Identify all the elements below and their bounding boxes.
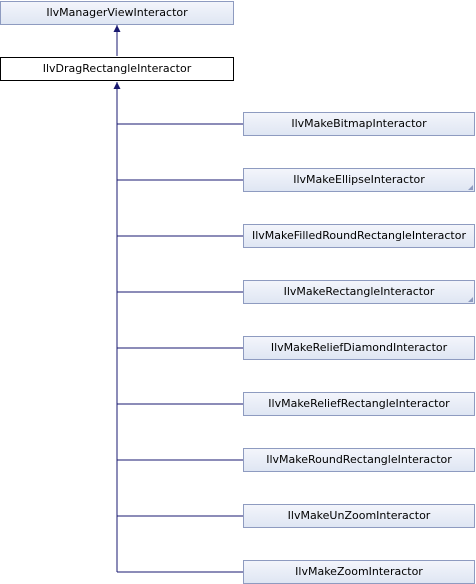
derived-class-label: IlvMakeFilledRoundRectangleInteractor	[251, 229, 466, 242]
derived-class-node[interactable]: IlvMakeZoomInteractor	[243, 560, 475, 584]
derived-class-node[interactable]: IlvMakeFilledRoundRectangleInteractor	[243, 224, 475, 248]
derived-class-label: IlvMakeBitmapInteractor	[291, 117, 427, 130]
derived-class-label: IlvMakeReliefDiamondInteractor	[270, 341, 448, 354]
derived-class-label: IlvMakeUnZoomInteractor	[287, 509, 431, 522]
derived-class-node[interactable]: IlvMakeReliefDiamondInteractor	[243, 336, 475, 360]
derived-class-node[interactable]: IlvMakeReliefRectangleInteractor	[243, 392, 475, 416]
current-class-node: IlvDragRectangleInteractor	[0, 57, 234, 81]
derived-class-label: IlvMakeReliefRectangleInteractor	[268, 397, 450, 410]
base-class-label: IlvManagerViewInteractor	[46, 6, 188, 19]
derived-class-label: IlvMakeRoundRectangleInteractor	[266, 453, 452, 466]
derived-class-label: IlvMakeZoomInteractor	[295, 565, 423, 578]
derived-class-node[interactable]: IlvMakeEllipseInteractor	[243, 168, 475, 192]
derived-class-label: IlvMakeRectangleInteractor	[283, 285, 435, 298]
base-class-node[interactable]: IlvManagerViewInteractor	[0, 1, 234, 25]
truncated-marker-icon	[468, 185, 473, 190]
derived-class-node[interactable]: IlvMakeUnZoomInteractor	[243, 504, 475, 528]
truncated-marker-icon	[468, 297, 473, 302]
derived-class-node[interactable]: IlvMakeBitmapInteractor	[243, 112, 475, 136]
derived-class-label: IlvMakeEllipseInteractor	[293, 173, 425, 186]
current-class-label: IlvDragRectangleInteractor	[42, 62, 192, 75]
branch-lines	[117, 123, 243, 573]
derived-class-node[interactable]: IlvMakeRectangleInteractor	[243, 280, 475, 304]
derived-class-node[interactable]: IlvMakeRoundRectangleInteractor	[243, 448, 475, 472]
